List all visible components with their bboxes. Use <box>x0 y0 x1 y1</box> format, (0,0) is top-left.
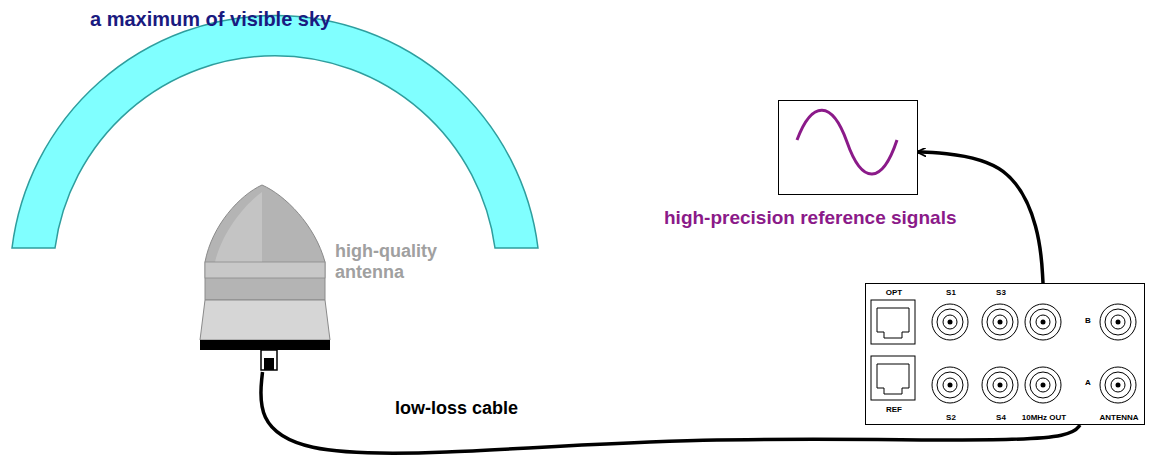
connector-label: REF <box>886 406 902 414</box>
connector-label: S4 <box>996 414 1006 422</box>
connector-label: S2 <box>946 414 956 422</box>
oscilloscope-box: high-precision reference signals <box>778 100 918 195</box>
node-label: high-precision reference signals <box>664 207 956 229</box>
receiver-rear-panel: OPT S1 S3B REF S2 S4 10MHz OUT A ANTENNA <box>865 283 1145 425</box>
cable-line <box>261 372 1080 453</box>
sine-wave <box>797 110 897 174</box>
connector-label: A <box>1085 379 1091 387</box>
connector-label: 10MHz OUT <box>1022 414 1066 422</box>
connector-label: B <box>1085 317 1091 325</box>
panel-connectors <box>871 300 915 400</box>
antenna: high-quality antenna <box>195 185 330 372</box>
connector-label: ANTENNA <box>1099 414 1138 422</box>
bnc-connectors <box>932 304 1136 403</box>
node-label: a maximum of visible sky <box>90 8 331 31</box>
cable-label: low-loss cable <box>395 398 518 419</box>
antenna-symbol <box>200 185 330 370</box>
connector-label: OPT <box>886 289 902 297</box>
connector-label: S1 <box>946 289 956 297</box>
connector-label: S3 <box>996 289 1006 297</box>
node-label: high-quality antenna <box>335 241 447 282</box>
sky-band: a maximum of visible sky <box>10 8 540 253</box>
